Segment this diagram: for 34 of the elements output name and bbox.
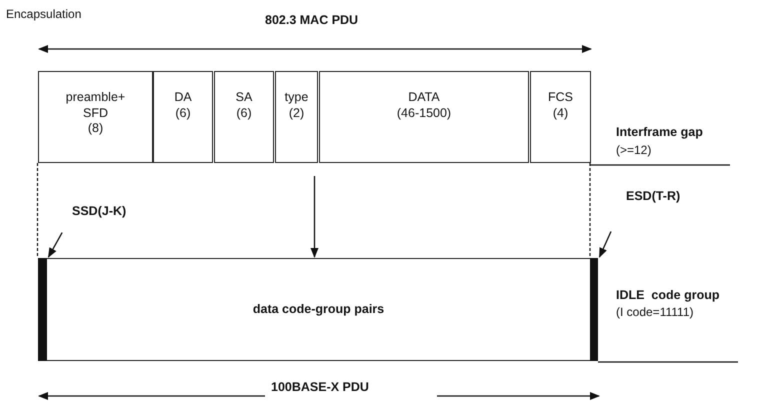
field-size: (2) [288,106,304,122]
dimension-label: 802.3 MAC PDU [265,13,358,27]
frame-field [38,71,153,163]
field-name: FCS [548,90,573,106]
idle-code: (I code=11111) [616,305,694,319]
field-name: SA [236,90,252,106]
arrow [598,231,612,258]
arrow [310,176,318,258]
field-size: (6) [236,106,252,122]
field-size: (6) [175,106,191,122]
delimiter-bar [38,258,47,361]
arrow [48,232,63,258]
frame-field [530,71,591,163]
field-size: (8) [88,121,104,137]
frame-field [214,71,274,163]
delimiter-bar [590,258,598,361]
heading: Encapsulation [6,7,82,21]
gap-size: (>=12) [616,143,652,157]
code-group-box [47,258,590,361]
field-size: (46-1500) [396,106,452,122]
field-name: DA [174,90,192,106]
field-size: (4) [552,106,568,122]
delimiter-name: SSD(J-K) [72,204,128,220]
field-name: type [284,90,308,106]
frame-field [153,71,213,163]
frame-field [319,71,529,163]
field-name: DATA [408,90,440,106]
gap-label: Interframe gap [616,125,703,139]
frame-field [275,71,318,163]
idle-label: IDLE code group [616,288,720,302]
dimension-label: 100BASE-X PDU [271,380,369,394]
field-name: preamble+ SFD [64,90,126,122]
box-label: data code-group pairs [252,302,384,318]
delimiter-name: ESD(T-R) [626,189,682,205]
